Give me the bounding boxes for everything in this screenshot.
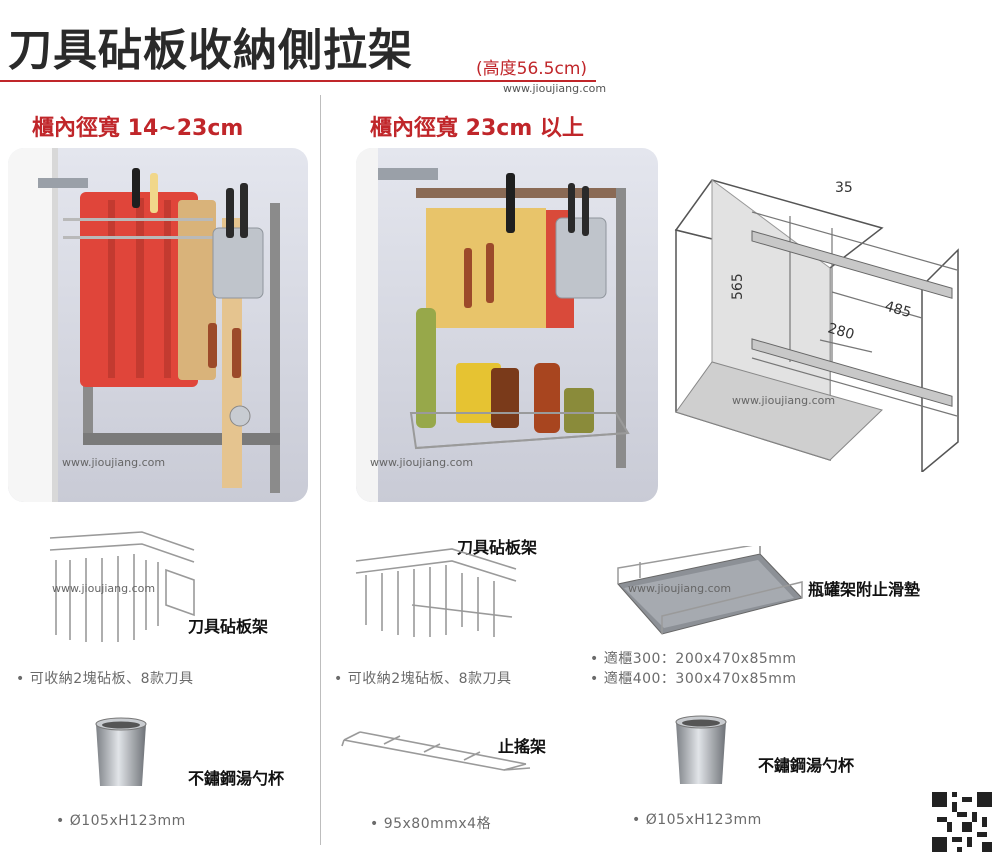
left-heading-cabinet-width: 櫃內徑寬 14~23cm <box>32 116 244 141</box>
left-cup-spec: • Ø105xH123mm <box>56 813 186 829</box>
site-url: www.jioujiang.com <box>503 82 607 95</box>
qr-code-icon[interactable] <box>932 792 992 852</box>
right-cup-label: 不鏽鋼湯勺杯 <box>758 756 855 775</box>
left-spoon-cup-icon <box>95 717 147 786</box>
right-knife-rack-spec: • 可收納2塊砧板、8款刀具 <box>334 671 512 687</box>
right-spoon-cup-icon <box>675 715 727 784</box>
cabinet-dimension-diagram: 35 565 485 280 <box>674 179 959 472</box>
right-photo-watermark: www.jioujiang.com <box>370 456 474 469</box>
diagram-watermark: www.jioujiang.com <box>732 394 836 407</box>
right-cup-spec: • Ø105xH123mm <box>632 812 762 828</box>
left-knife-rack-spec: • 可收納2塊砧板、8款刀具 <box>16 671 194 687</box>
right-product-photo <box>356 148 658 502</box>
anti-shake-rack-label: 止搖架 <box>498 737 547 756</box>
right-heading-cabinet-width: 櫃內徑寬 23cm 以上 <box>370 116 584 141</box>
left-product-photo <box>8 148 308 502</box>
left-knife-rack-label: 刀具砧板架 <box>188 617 269 636</box>
dim-depth-485: 485 <box>883 298 913 321</box>
bottle-rack-spec-300: • 適櫃300：200x470x85mm <box>590 651 797 667</box>
column-divider <box>320 95 321 845</box>
dim-inner-280: 280 <box>826 320 856 343</box>
left-photo-watermark: www.jioujiang.com <box>62 456 166 469</box>
left-cup-label: 不鏽鋼湯勺杯 <box>188 769 285 788</box>
bottle-rack-label: 瓶罐架附止滑墊 <box>808 580 921 599</box>
left-knife-rack-watermark: www.jioujiang.com <box>52 582 156 595</box>
left-photo-illustration <box>8 148 280 502</box>
right-photo-illustration <box>356 148 630 502</box>
right-knife-rack-label: 刀具砧板架 <box>457 538 538 557</box>
bottle-rack-illustration <box>617 546 803 635</box>
dim-width-35: 35 <box>835 180 853 196</box>
bottle-rack-watermark: www.jioujiang.com <box>628 582 732 595</box>
anti-shake-rack-illustration <box>341 731 531 771</box>
right-knife-rack-illustration <box>355 548 517 637</box>
left-knife-rack-illustration <box>49 531 195 642</box>
page-title: 刀具砧板收納側拉架 <box>8 25 413 76</box>
dim-height-565: 565 <box>730 273 746 300</box>
title-underline <box>0 80 596 82</box>
page-subtitle-height: (高度56.5cm) <box>476 59 588 79</box>
bottle-rack-spec-400: • 適櫃400：300x470x85mm <box>590 671 797 687</box>
anti-shake-rack-spec: • 95x80mmx4格 <box>370 816 492 832</box>
